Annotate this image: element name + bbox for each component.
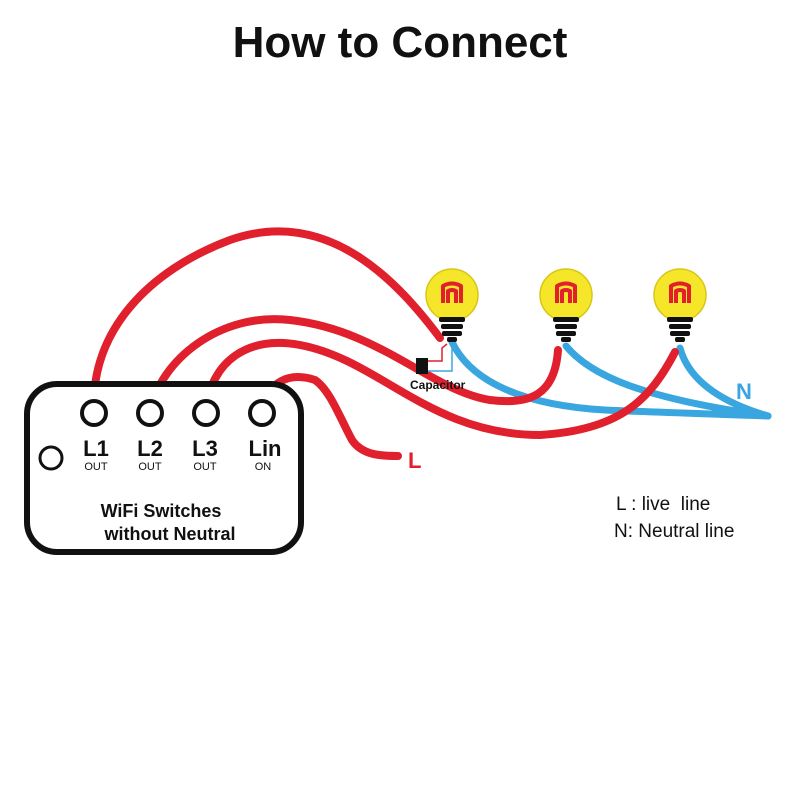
capacitor-icon [416, 343, 456, 374]
wifi-switch-device: L1 OUT L2 OUT L3 OUT Lin ON WiFi Switche… [24, 381, 304, 555]
page-title: How to Connect [233, 18, 568, 67]
capacitor: Capacitor [410, 343, 466, 392]
terminal-l1-label: L1 [83, 436, 109, 461]
terminal-l2-sub: OUT [138, 461, 162, 473]
live-wire-l2 [146, 315, 562, 416]
bulb-3 [653, 268, 707, 342]
bulb-icon [539, 268, 593, 342]
live-wire-label: L [408, 448, 421, 473]
terminal-l1: L1 OUT [80, 399, 109, 473]
legend-live: L : live line [616, 494, 710, 515]
device-label-line2: without Neutral [104, 524, 236, 544]
live-wire-l3 [202, 338, 679, 440]
terminal-lin-label: Lin [249, 436, 282, 461]
terminal-l3-sub: OUT [193, 461, 217, 473]
bulb-icon [653, 268, 707, 342]
device-label-line1: WiFi Switches [101, 501, 222, 521]
terminal-l3: L3 OUT [192, 399, 220, 473]
bulb-1 [425, 268, 479, 342]
neutral-wire-bulb1 [448, 338, 772, 420]
terminal-l2: L2 OUT [136, 399, 164, 473]
neutral-wire-bulb2 [562, 342, 772, 420]
terminal-lin: Lin ON [248, 399, 282, 473]
neutral-wire-bulb3 [676, 344, 772, 420]
indicator-led-icon [38, 445, 64, 471]
bulb-2 [539, 268, 593, 342]
live-wire-l1 [89, 227, 444, 416]
neutral-wires [448, 338, 772, 420]
terminal-lin-sub: ON [255, 461, 272, 473]
bulb-icon [425, 268, 479, 342]
capacitor-label: Capacitor [410, 378, 466, 392]
terminal-l1-sub: OUT [84, 461, 108, 473]
neutral-wire-label: N [736, 379, 752, 404]
terminal-l3-label: L3 [192, 436, 218, 461]
terminal-l2-label: L2 [137, 436, 163, 461]
legend: L : live line N: Neutral line [614, 494, 734, 542]
legend-neutral: N: Neutral line [614, 521, 734, 542]
